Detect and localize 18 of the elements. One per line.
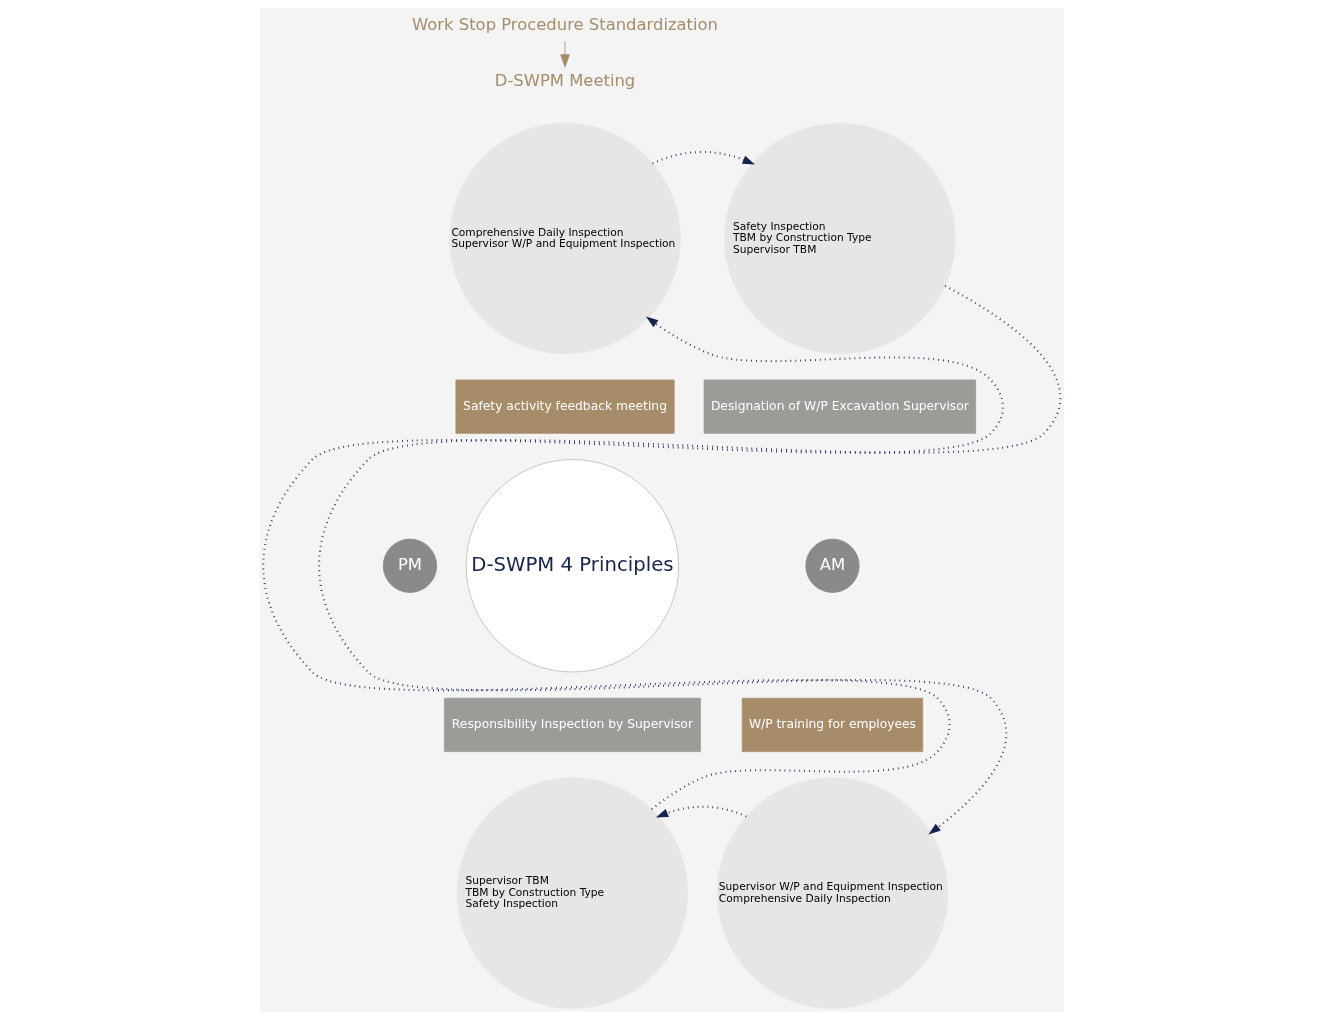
- node-circle: Supervisor TBM TBM by Construction Type Safety Inspection: [456, 777, 689, 1009]
- node-box: Designation of W/P Excavation Supervisor: [703, 379, 977, 434]
- arrow: [560, 41, 570, 68]
- node-box: Safety activity feedback meeting: [455, 379, 675, 434]
- node-circle: PM: [382, 538, 438, 593]
- node-text: D-SWPM Meeting: [494, 71, 636, 91]
- node-circle: Supervisor W/P and Equipment Inspection Comprehensive Daily Inspection: [716, 777, 949, 1009]
- node-circle: Safety Inspection TBM by Construction Type Supervisor TBM: [724, 122, 956, 355]
- node-circle: D-SWPM 4 Principles: [465, 459, 680, 673]
- node-box: W/P training for employees: [741, 697, 924, 752]
- arrow: [263, 316, 1002, 810]
- arrow: [655, 805, 747, 818]
- arrow: [652, 151, 755, 165]
- node-circle: Comprehensive Daily Inspection Supervisor W/P and Equipment Inspection: [449, 122, 681, 355]
- node-text: Work Stop Procedure Standardization: [412, 15, 718, 35]
- arrow: [318, 285, 1061, 835]
- node-box: Responsibility Inspection by Supervisor: [444, 697, 701, 752]
- node-circle: AM: [805, 538, 860, 593]
